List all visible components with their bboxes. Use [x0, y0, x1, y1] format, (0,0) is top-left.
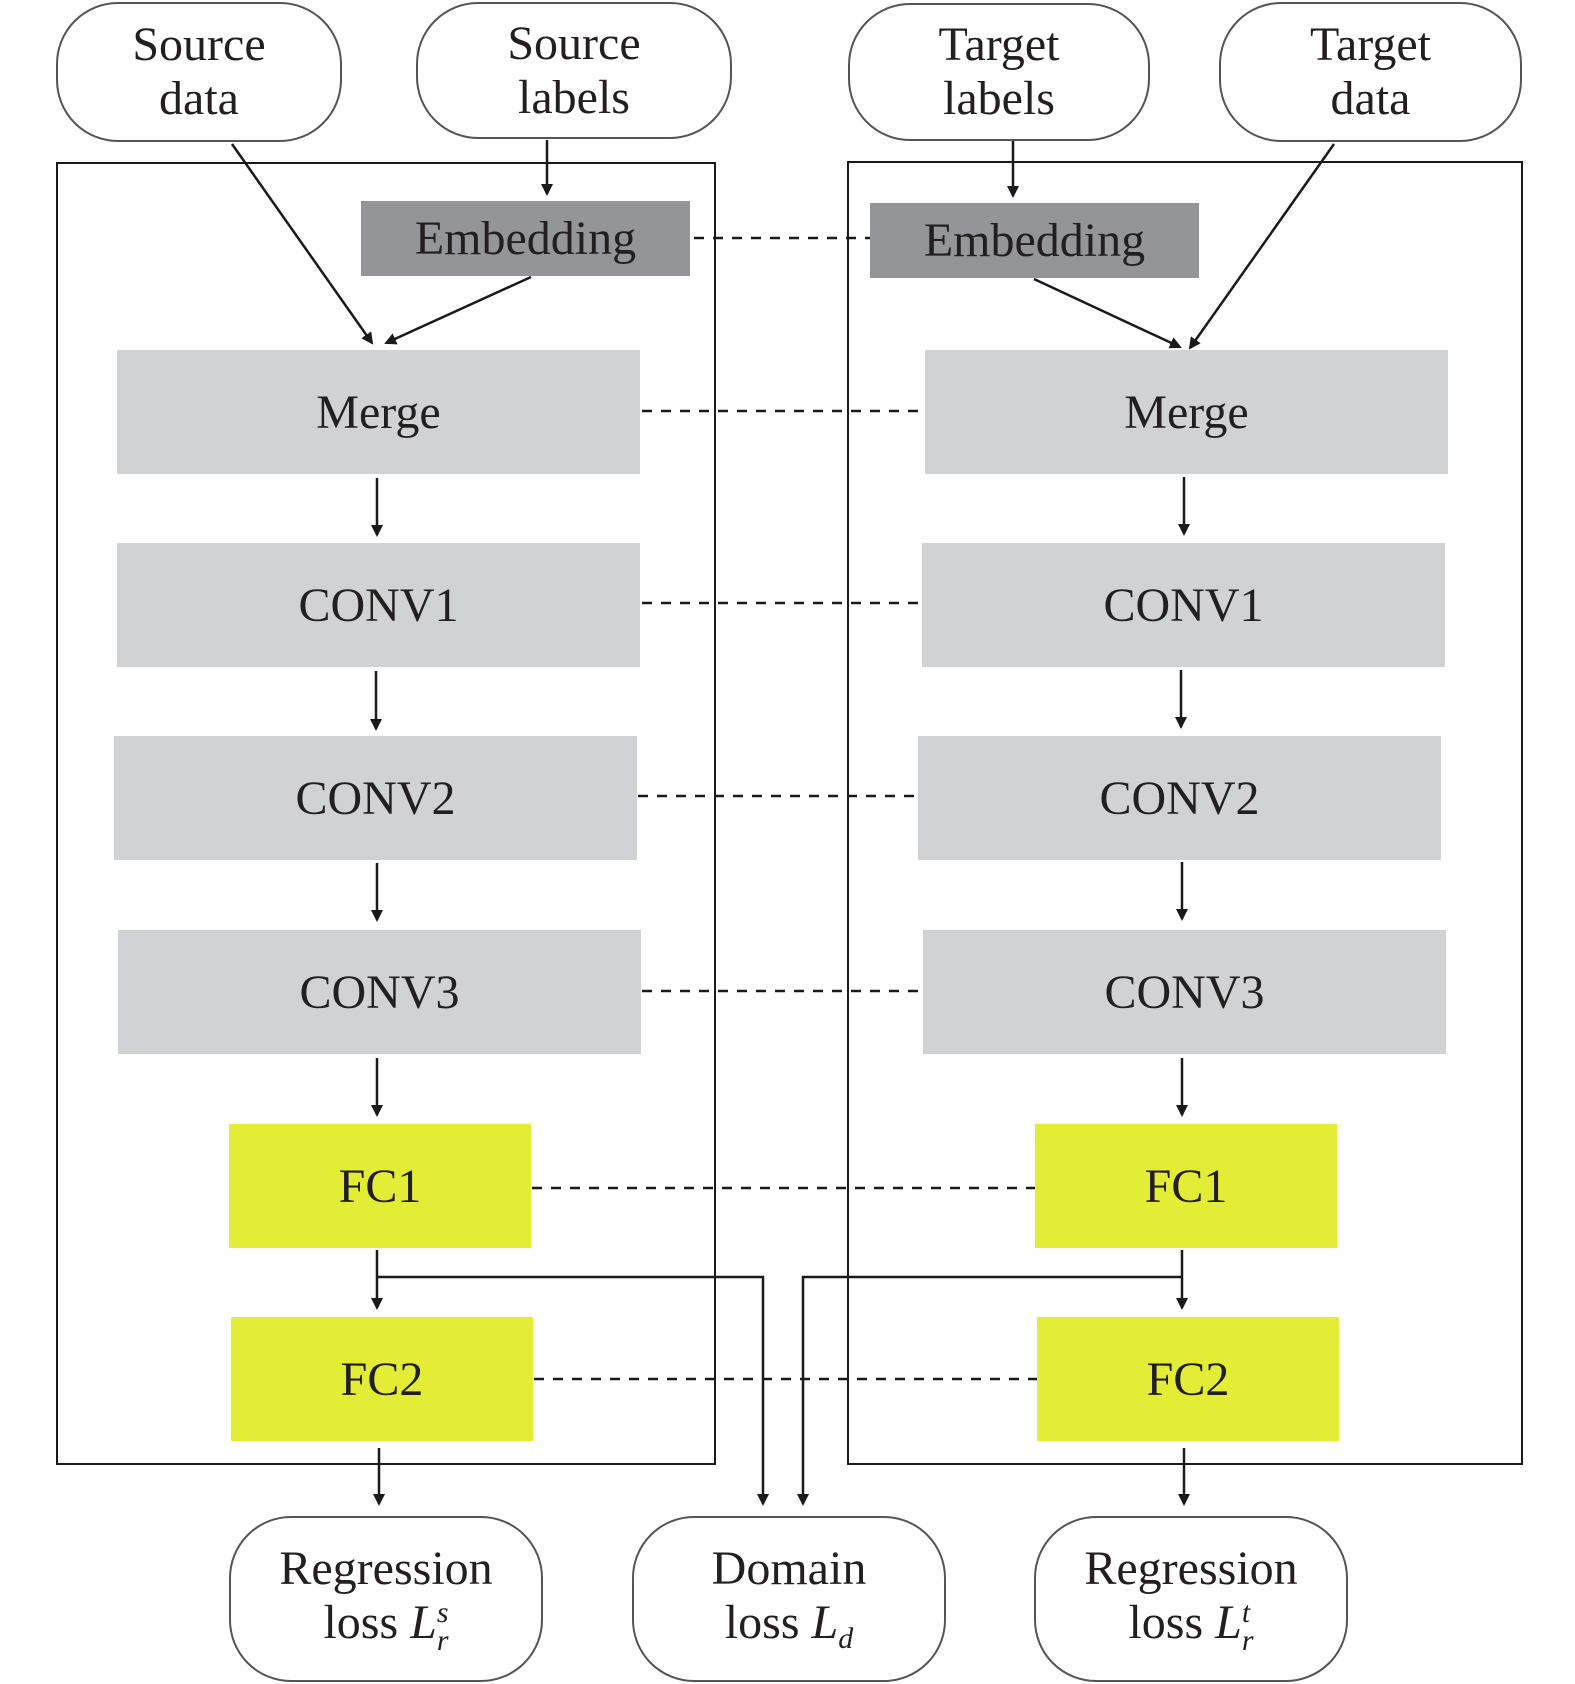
- source-loss-sub: r: [436, 1624, 449, 1658]
- target-data-line1: Target: [1309, 18, 1432, 72]
- source-conv1-block: CONV1: [117, 543, 640, 667]
- arrow-left-fc1-to-domain-loss: [377, 1275, 769, 1506]
- domain-loss-node: Domain loss Ld: [632, 1516, 946, 1682]
- arrow-embedding-to-merge-left: [384, 275, 532, 345]
- source-branch-frame: [56, 162, 716, 1465]
- domain-loss-sub: d: [838, 1622, 854, 1656]
- target-loss-line1: Regression: [1084, 1542, 1298, 1596]
- domain-loss-symbol: L: [811, 1596, 839, 1650]
- source-embedding-block: Embedding: [361, 201, 690, 276]
- arrow-target-data-to-merge: [1188, 143, 1336, 350]
- source-data-line1: Source: [132, 18, 266, 72]
- source-loss-symbol: L: [410, 1596, 437, 1650]
- source-loss-line1: Regression: [279, 1542, 493, 1596]
- source-data-line2: data: [159, 72, 239, 125]
- target-merge-block: Merge: [925, 350, 1448, 474]
- target-data-line2: data: [1330, 72, 1411, 125]
- target-loss-symbol: L: [1215, 1596, 1242, 1650]
- source-merge-block: Merge: [117, 350, 640, 474]
- target-data-node: Target data: [1219, 2, 1522, 142]
- source-fc1-block: FC1: [229, 1124, 531, 1248]
- arrow-embedding-to-merge-right: [1033, 277, 1182, 349]
- source-data-node: Source data: [56, 2, 342, 142]
- target-loss-sup: t: [1241, 1595, 1251, 1629]
- target-labels-node: Target labels: [848, 3, 1150, 141]
- target-conv3-block: CONV3: [923, 930, 1446, 1054]
- target-loss-sub: r: [1241, 1624, 1254, 1658]
- domain-loss-line2: loss Ld: [725, 1596, 853, 1656]
- target-labels-line2: labels: [943, 72, 1055, 125]
- target-conv1-block: CONV1: [922, 543, 1445, 667]
- source-labels-line1: Source: [507, 16, 641, 70]
- source-labels-line2: labels: [518, 70, 630, 124]
- target-conv2-block: CONV2: [918, 736, 1441, 860]
- source-conv3-block: CONV3: [118, 930, 641, 1054]
- target-embedding-block: Embedding: [870, 203, 1199, 278]
- arrow-source-data-to-merge: [230, 143, 374, 345]
- source-fc2-block: FC2: [231, 1317, 533, 1441]
- source-loss-word: loss: [323, 1596, 399, 1650]
- domain-loss-word: loss: [724, 1596, 800, 1650]
- arrow-right-fc1-to-domain-loss: [797, 1275, 1182, 1506]
- target-labels-line1: Target: [938, 18, 1060, 72]
- source-loss-sup: s: [436, 1595, 449, 1629]
- target-loss-word: loss: [1128, 1596, 1204, 1650]
- source-conv2-block: CONV2: [114, 736, 637, 860]
- target-fc1-block: FC1: [1035, 1124, 1337, 1248]
- target-branch-frame: [847, 161, 1523, 1465]
- domain-loss-line1: Domain: [711, 1542, 867, 1596]
- source-labels-node: Source labels: [416, 2, 732, 139]
- target-fc2-block: FC2: [1037, 1317, 1339, 1441]
